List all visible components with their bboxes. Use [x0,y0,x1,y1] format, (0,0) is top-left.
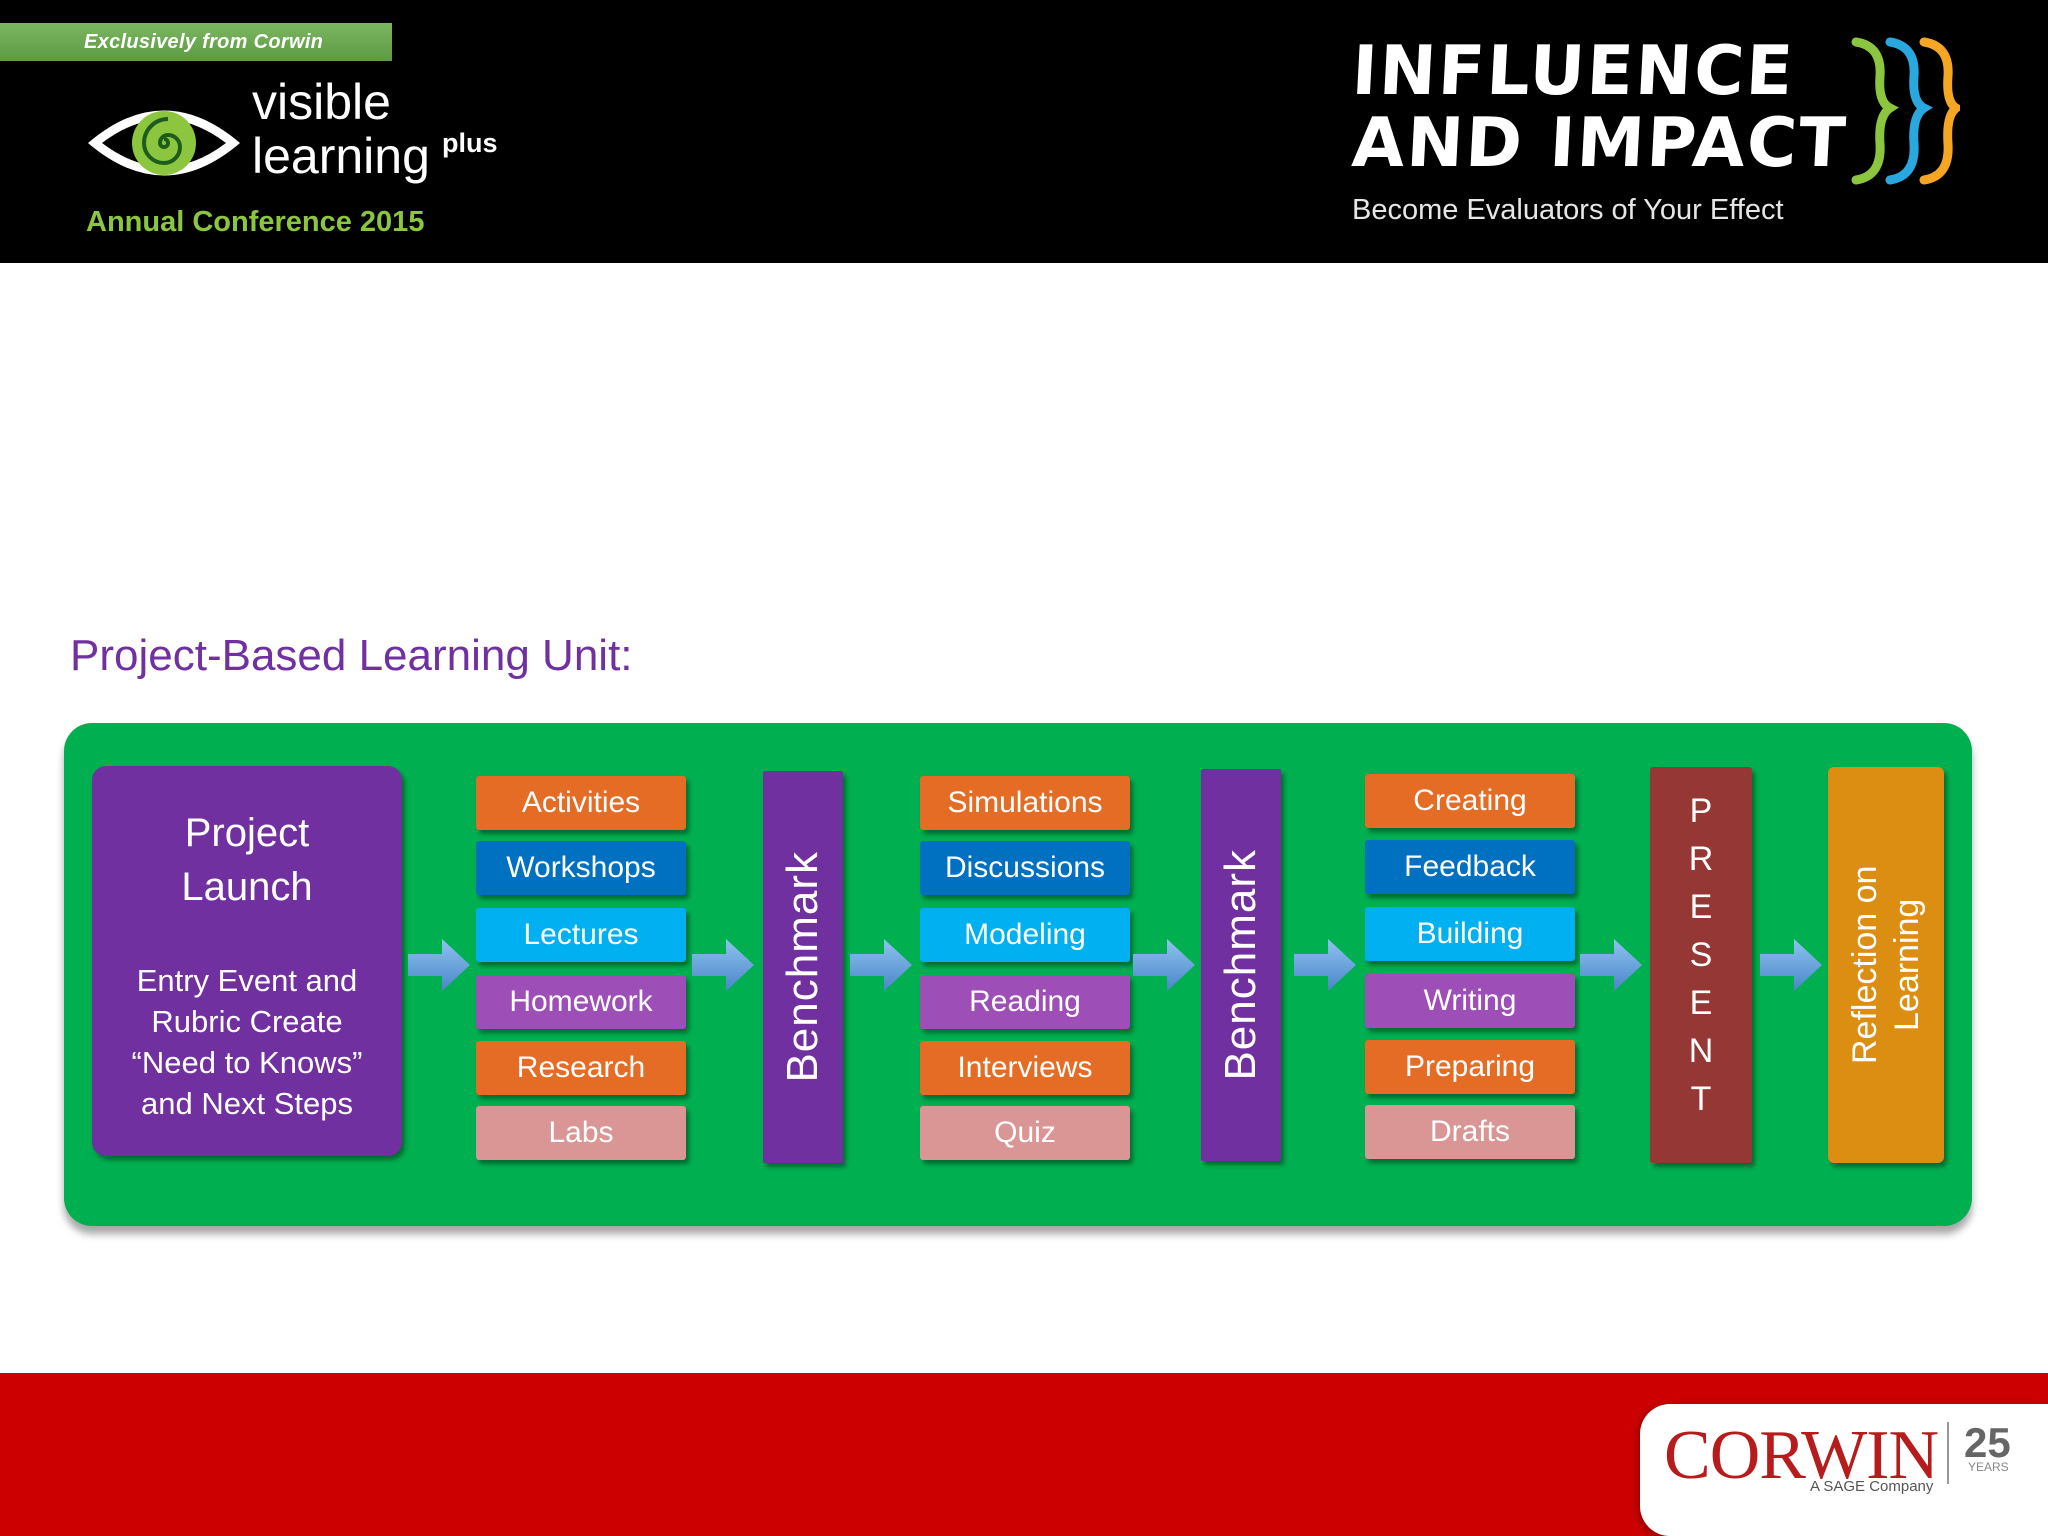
arrow-right-icon [1580,939,1642,991]
chip-labs: Labs [476,1106,686,1160]
chip-modeling: Modeling [920,908,1130,962]
corwin-divider [1947,1422,1949,1484]
reflection-label: Reflection on Learning [1846,865,1926,1065]
project-launch-description: Entry Event and Rubric Create “Need to K… [131,963,363,1121]
chip-homework: Homework [476,975,686,1029]
anniversary-label: YEARS [1968,1460,2009,1474]
corwin-subtitle: A SAGE Company [1810,1478,1934,1495]
exclusive-banner: Exclusively from Corwin [0,23,392,61]
logo-visible-text: visible [252,74,391,130]
colored-brackets-icon [1851,37,1960,185]
chip-quiz: Quiz [920,1106,1130,1160]
benchmark-label-1: Benchmark [778,851,827,1083]
present-letter-n: N [1688,1032,1714,1070]
eye-logo-icon [88,110,240,176]
chip-interviews: Interviews [920,1041,1130,1095]
present-letter-s: S [1689,936,1713,974]
influence-title-line1: INFLUENCE [1349,32,1797,111]
project-launch-title: Project Launch [181,811,313,909]
chip-lectures: Lectures [476,908,686,962]
arrow-right-icon [408,939,470,991]
present-box: P R E S E N T [1650,767,1752,1163]
conference-label: Annual Conference 2015 [86,206,425,238]
corwin-logo-card [1640,1404,2048,1536]
slide-title: Project-Based Learning Unit: [70,631,633,680]
benchmark-box-1: Benchmark [763,771,843,1163]
influence-title-line2: AND IMPACT [1349,104,1850,183]
arrow-right-icon [1133,939,1195,991]
present-letter-e1: E [1689,888,1713,926]
anniversary-number: 25 [1964,1419,2011,1466]
chip-creating: Creating [1365,774,1575,828]
corwin-brand: CORWIN [1664,1417,1939,1494]
chip-preparing: Preparing [1365,1040,1575,1094]
logo-learning-text: learning [252,128,430,184]
reflection-box: Reflection on Learning [1828,767,1944,1163]
chip-building: Building [1365,907,1575,961]
arrow-right-icon [692,939,754,991]
present-letter-p: P [1689,792,1713,830]
influence-subtitle: Become Evaluators of Your Effect [1352,194,1784,226]
arrow-right-icon [1760,939,1822,991]
present-letter-r: R [1688,840,1714,878]
chip-simulations: Simulations [920,776,1130,830]
chip-writing: Writing [1365,974,1575,1028]
chip-workshops: Workshops [476,841,686,895]
chip-drafts: Drafts [1365,1105,1575,1159]
arrow-right-icon [850,939,912,991]
present-letter-e2: E [1689,984,1713,1022]
chip-discussions: Discussions [920,841,1130,895]
benchmark-label-2: Benchmark [1216,849,1265,1081]
chip-reading: Reading [920,975,1130,1029]
logo-plus-text: plus [442,128,498,158]
arrow-right-icon [1294,939,1356,991]
present-letter-t: T [1690,1080,1712,1118]
chip-feedback: Feedback [1365,840,1575,894]
benchmark-box-2: Benchmark [1201,769,1281,1161]
project-launch-box: Project Launch Entry Event and Rubric Cr… [92,766,402,1156]
chip-activities: Activities [476,776,686,830]
chip-research: Research [476,1041,686,1095]
